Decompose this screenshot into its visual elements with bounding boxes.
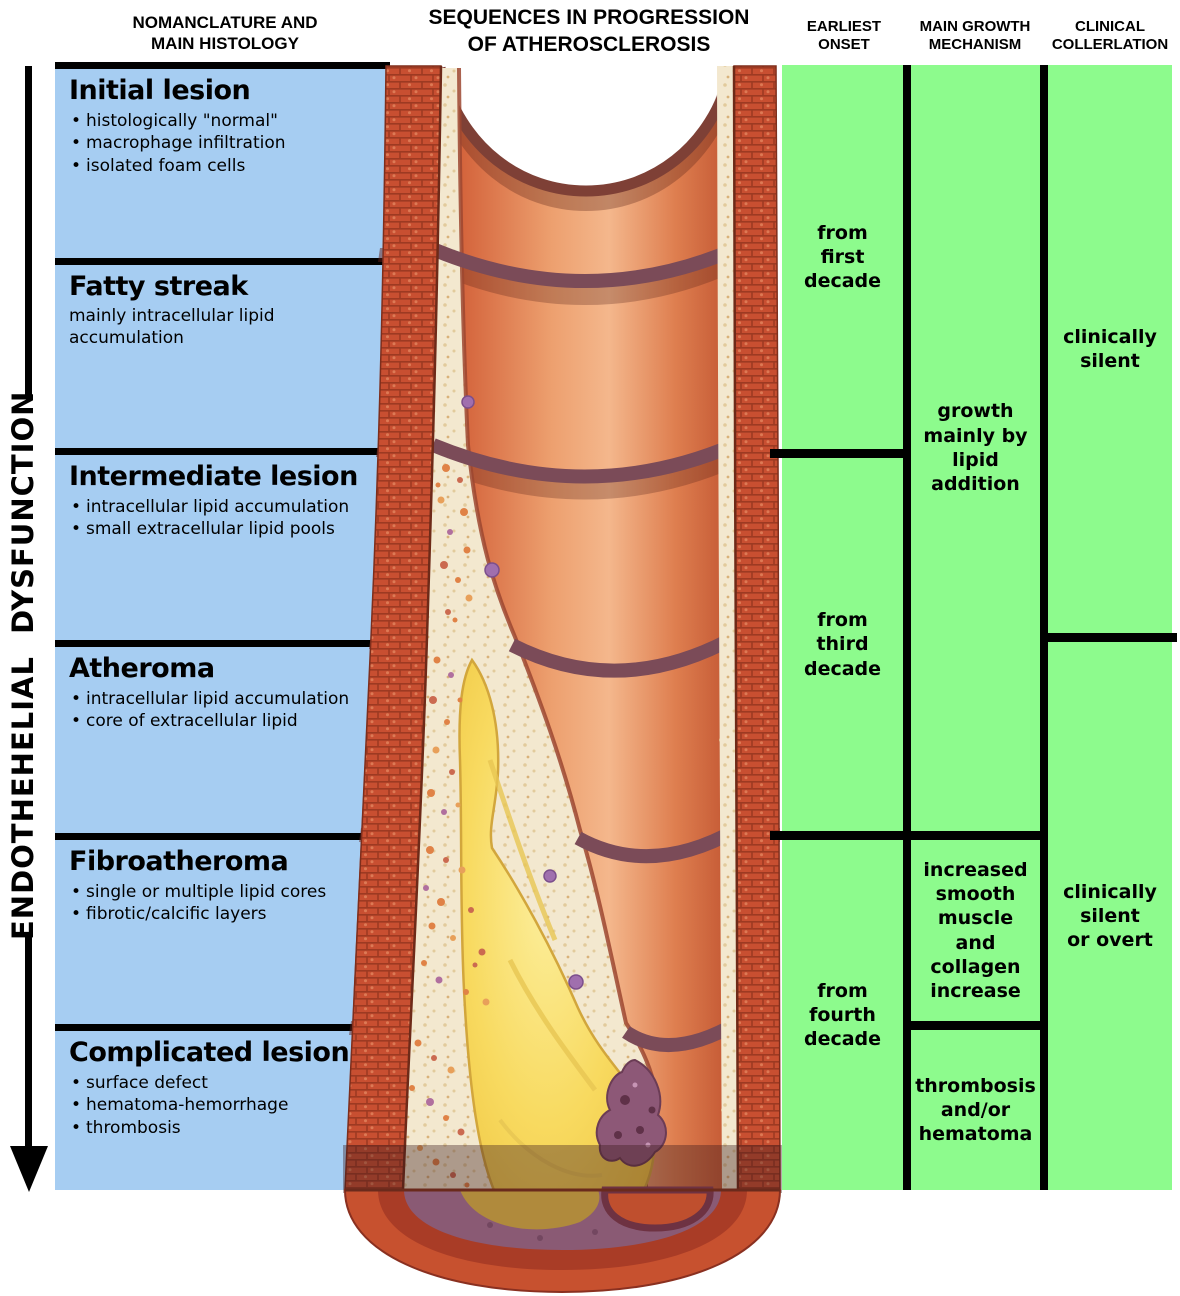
lesion-title: Complicated lesion: [69, 1037, 350, 1068]
artery-illustration: [343, 65, 782, 1294]
lipid-core: [458, 657, 656, 1233]
bullet-item: thrombosis: [69, 1117, 382, 1140]
row-divider: [1040, 633, 1177, 642]
bullet-item: macrophage infiltration: [69, 132, 382, 155]
lesion-box-intermediate: Intermediate lesion intracellular lipid …: [55, 448, 390, 640]
lesion-box-atheroma: Atheroma intracellular lipid accumulatio…: [55, 640, 390, 833]
lesion-box-complicated: Complicated lesion surface defecthematom…: [55, 1024, 390, 1190]
bullet-item: surface defect: [69, 1072, 382, 1095]
lesion-title: Fatty streak: [69, 271, 248, 302]
axis-line-top: [25, 66, 32, 398]
header-earliest-onset: EARLIEST ONSET: [806, 18, 882, 53]
lesion-box-initial: Initial lesion histologically "normal"ma…: [55, 62, 390, 258]
mural-cells: [461, 395, 584, 990]
growth-cell: thrombosis and/or hematoma: [915, 1074, 1036, 1146]
foam-cell-speckles: [409, 318, 727, 1188]
bullet-item: histologically "normal": [69, 110, 382, 133]
onset-cell: from fourth decade: [803, 979, 882, 1051]
bullet-item: single or multiple lipid cores: [69, 881, 382, 904]
lesion-title: Initial lesion: [69, 75, 251, 106]
lesion-bullets: intracellular lipid accumulationcore of …: [69, 688, 382, 733]
header-clinical-correlation: CLINICAL COLLERLATION: [1051, 18, 1169, 53]
lesion-title: Intermediate lesion: [69, 461, 358, 492]
lesion-bullets: surface defecthematoma-hemorrhagethrombo…: [69, 1072, 382, 1140]
header-main-growth-mechanism: MAIN GROWTH MECHANISM: [919, 18, 1031, 53]
right-artery-wall: [733, 65, 781, 1191]
lesion-box-fatty-streak: Fatty streak mainly intracellular lipid …: [55, 258, 390, 448]
bullet-item: core of extracellular lipid: [69, 710, 382, 733]
growth-cell: growth mainly by lipid addition: [923, 400, 1028, 496]
growth-cell: increased smooth muscle and collagen inc…: [923, 858, 1028, 1003]
row-divider: [770, 449, 911, 458]
row-divider: [903, 1021, 1048, 1030]
bottom-cut-face: [343, 1145, 782, 1193]
bullet-item: intracellular lipid accumulation: [69, 688, 382, 711]
lesion-note: mainly intracellular lipid accumulation: [69, 305, 275, 348]
right-intima-strip: [717, 66, 738, 1190]
onset-cell: from first decade: [803, 221, 882, 293]
bullet-item: isolated foam cells: [69, 155, 382, 178]
lesion-bullets: histologically "normal"macrophage infilt…: [69, 110, 382, 178]
bullet-item: small extracellular lipid pools: [69, 518, 382, 541]
clinical-cell: clinically silent or overt: [1063, 880, 1157, 952]
endothelial-dysfunction-label: ENDOTHEHELIAL DYSFUNCTION: [6, 390, 40, 940]
column-divider: [1040, 65, 1048, 1190]
artery-bottom-cap: [343, 1186, 782, 1294]
header-nomenclature-histology: NOMANCLATURE AND MAIN HISTOLOGY: [132, 13, 318, 54]
row-divider: [770, 831, 911, 840]
lesion-bullets: intracellular lipid accumulationsmall ex…: [69, 496, 382, 541]
thrombus: [595, 1058, 667, 1167]
axis-line-bottom: [25, 936, 32, 1146]
bullet-item: hematoma-hemorrhage: [69, 1094, 382, 1117]
row-divider: [903, 831, 1048, 840]
lesion-bullets: single or multiple lipid coresfibrotic/c…: [69, 881, 382, 926]
lesion-title: Atheroma: [69, 653, 215, 684]
green-matrix-background: [782, 65, 1172, 1190]
clinical-cell: clinically silent: [1063, 325, 1157, 372]
down-arrow-icon: [10, 1146, 48, 1192]
onset-cell: from third decade: [803, 609, 882, 680]
lesion-title: Fibroatheroma: [69, 846, 289, 877]
column-divider: [903, 65, 911, 1190]
header-sequences-progression: SEQUENCES IN PROGRESSION OF ATHEROSCLERO…: [428, 6, 750, 57]
bullet-item: fibrotic/calcific layers: [69, 903, 382, 926]
bullet-item: intracellular lipid accumulation: [69, 496, 382, 519]
lesion-box-fibroatheroma: Fibroatheroma single or multiple lipid c…: [55, 833, 390, 1024]
